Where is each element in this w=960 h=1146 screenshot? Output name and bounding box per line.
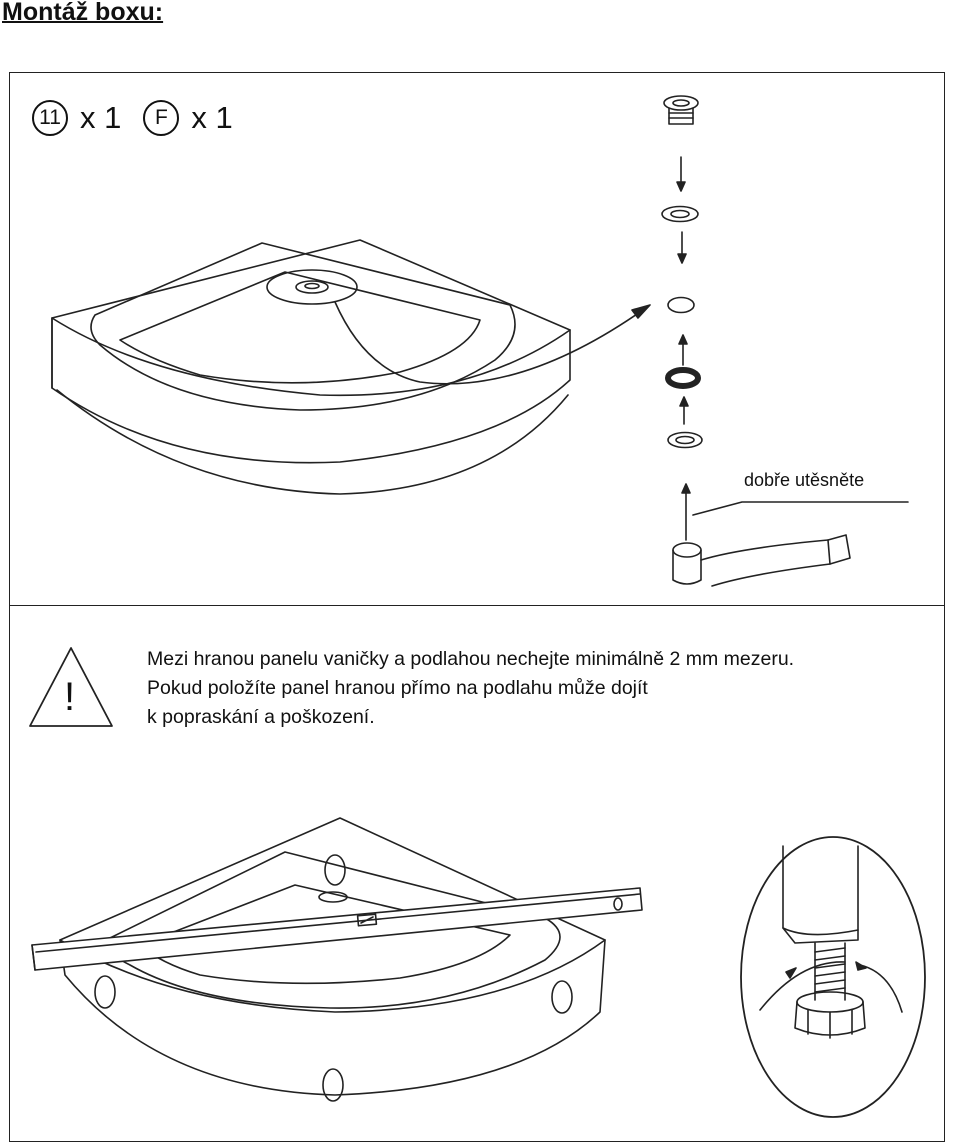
warning-triangle [29,647,113,727]
tray-with-level-drawing [59,817,606,1102]
parts-list: 11 x 1 F x 1 [32,100,255,136]
warning-line-1: Mezi hranou panelu vaničky a podlahou ne… [147,648,795,670]
warning-line-3: k popraskání a poškození. [147,706,375,728]
callout-line [692,501,909,516]
leveling-bar [31,887,643,971]
part-badge-11: 11 [32,100,68,136]
rubber-gasket [665,367,701,389]
section-divider [9,605,945,606]
o-ring [667,296,695,314]
page-title: Montáž boxu: [2,0,164,26]
foot-detail [740,836,926,1118]
drain-top-screw [663,95,699,125]
detail-leader [334,301,641,385]
warning-text: Mezi hranou panelu vaničky a podlahou ne… [147,645,907,732]
drain-on-tray [266,269,358,305]
upper-washer [661,205,699,223]
part-badge-f: F [143,100,180,136]
shower-tray-drawing [51,239,571,495]
instruction-frame [9,72,945,1142]
part-quantity-11: x 1 [80,100,122,135]
part-quantity-f: x 1 [191,100,233,135]
seal-callout-label: dobře utěsněte [744,470,865,490]
warning-exclamation: ! [64,675,76,719]
detail-leader-arrow [631,304,651,319]
warning-line-2: Pokud položíte panel hranou přímo na pod… [147,677,648,699]
lower-washer [667,431,703,449]
drain-pipe [672,534,851,587]
